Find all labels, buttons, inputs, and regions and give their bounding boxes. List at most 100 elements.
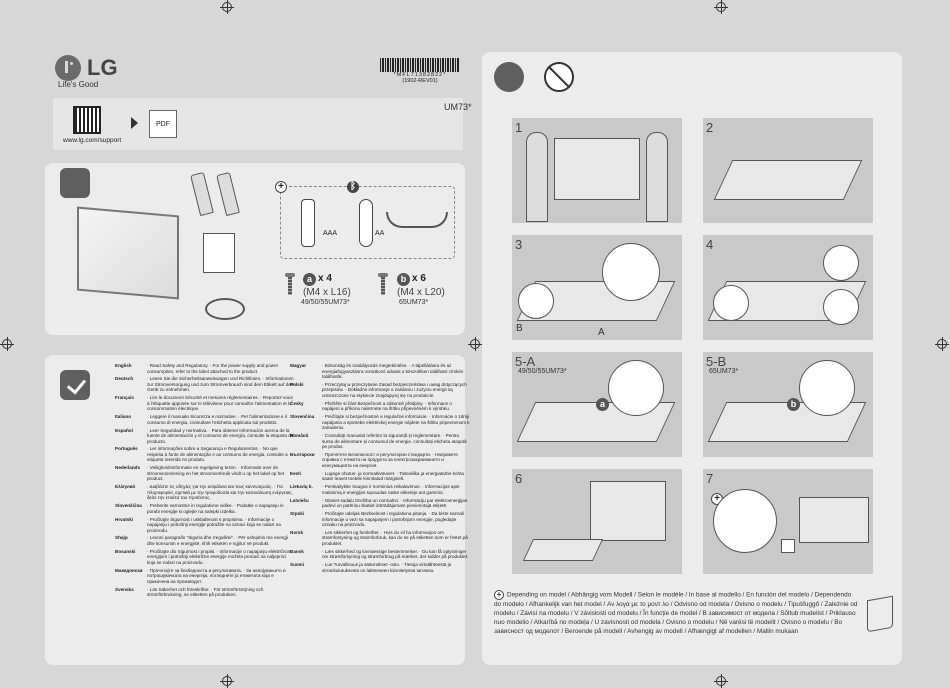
stand-zoom-icon	[602, 243, 660, 301]
safety-row: Magyar· Biztonság és szabályozás megteki…	[290, 363, 470, 380]
safety-column-left: English· Read Safety and Regulatory. · F…	[115, 363, 295, 600]
safety-language: Česky	[290, 400, 304, 406]
registration-mark-right	[935, 337, 949, 351]
safety-row: Español· Leer Seguridad y normativa. · P…	[115, 428, 295, 445]
stand-legs-illustration	[190, 171, 247, 220]
safety-text: · Lexoni paragrafin "Siguria dhe rregull…	[147, 535, 288, 546]
stand-leg-icon	[190, 171, 214, 217]
step-number: 4	[706, 237, 714, 252]
safety-text: · Consultați manualul referitor la sigur…	[322, 433, 467, 450]
safety-row: Shqip· Lexoni paragrafin "Siguria dhe rr…	[115, 535, 295, 546]
pdf-label: PDF	[156, 120, 170, 128]
safety-panel: English· Read Safety and Regulatory. · F…	[45, 355, 470, 665]
step-models: 49/50/55UM73*	[518, 368, 567, 375]
safety-row: English· Read Safety and Regulatory. · F…	[115, 363, 295, 374]
safety-row: Norsk· Les sikkerhet og forskrifter. · H…	[290, 530, 470, 547]
safety-text: · Biztonság és szabályozás megtekintése.…	[322, 363, 464, 379]
battery-aaa-label: AAA	[323, 230, 338, 237]
optional-accessories-box: + ᛒ AAA AA	[275, 181, 455, 259]
safety-row: Hrvatski · Pročitajte Sigurnost i usklađe…	[115, 517, 295, 534]
safety-language: Norsk	[290, 529, 304, 535]
safety-language: Hrvatski	[115, 516, 134, 522]
safety-row: Français· Lire le document Sécurité et m…	[115, 395, 295, 412]
safety-text: · Прочетете Безопасност и регулаторни ст…	[322, 451, 458, 468]
turn-page-icon	[867, 595, 893, 633]
safety-row: Bosanski · Pročitajte dio Sigurnost i pro…	[115, 549, 295, 566]
safety-language: Italiano	[115, 414, 132, 420]
barcode-text: *MFL71382822*	[393, 72, 447, 78]
stand-right-zoom-icon	[823, 245, 859, 281]
step-7: 7 +	[703, 469, 873, 574]
safety-row: Suomi· Lue Turvallisuus ja säännökset -o…	[290, 562, 470, 573]
safety-language: Latviešu	[290, 497, 309, 503]
safety-text: · Lue Turvallisuus ja säännökset -osio. …	[322, 562, 452, 573]
step-5b: 5-B 65UM73* b	[703, 352, 873, 457]
step-4: 4	[703, 235, 873, 340]
safety-text: · Perskaitykite Saugos ir norminius reik…	[322, 484, 460, 495]
screw-a-models: 49/50/55UM73*	[301, 299, 350, 306]
step-number: 2	[706, 120, 714, 135]
safety-language: Eesti	[290, 470, 301, 476]
safety-row: Deutsch· Lesen Sie die Sicherheitsanweis…	[115, 376, 295, 393]
safety-language: Português	[115, 446, 138, 452]
person-left-illustration	[526, 132, 548, 222]
step-5a: 5-A 49/50/55UM73* a	[512, 352, 682, 457]
screw-a-icon	[285, 273, 295, 295]
safety-row: Polski· Przeczytaj w przeczytanie Zasad …	[290, 382, 470, 399]
safety-text: · Διαβάστε τις οδηγίες για την ασφάλεια …	[147, 484, 293, 501]
manual-illustration	[203, 233, 235, 273]
power-cable-illustration	[205, 298, 245, 320]
safety-text: · Læs sikkerhed og lovmæssige bestemmels…	[322, 548, 469, 560]
person-right-illustration	[646, 132, 668, 222]
safety-text: · Pročitajte dio Sigurnost i propisi. · …	[147, 548, 292, 565]
screw-a-count: x 4	[318, 273, 332, 284]
safety-row: Svenska· Läs Säkerhet och föreskrifter. …	[115, 587, 295, 598]
safety-language: Nederlands	[115, 465, 141, 471]
safety-row: Italiano· Leggere il manuale Sicurezza e…	[115, 414, 295, 425]
safety-language: Lietuvių k.	[290, 484, 313, 490]
box-contents-panel: + ᛒ AAA AA a x 4 (M4 x L16) 49/50/55UM73…	[45, 163, 465, 335]
screw-b-spec: (M4 x L20)	[397, 287, 445, 298]
cable-management-zoom-icon	[713, 489, 777, 553]
step-models: 65UM73*	[709, 368, 739, 375]
brand-name: LG	[87, 55, 118, 80]
step-number: 5-B	[706, 354, 727, 369]
safety-text: · Pročitajte Sigurnost i usklađenost s p…	[147, 516, 281, 533]
safety-text: · Prečítajte si bezpečnostné a regulačné…	[322, 414, 470, 431]
support-url: www.lg.com/support	[63, 137, 122, 144]
screw-b-count: x 6	[412, 273, 426, 284]
safety-text: · Lire le document Sécurité et mesures r…	[147, 395, 293, 412]
safety-row: Română· Consultați manualul referitor la…	[290, 433, 470, 450]
safety-row: Latviešu· Izlasiet sadaļu Drošība un nor…	[290, 498, 470, 509]
safety-text: · Leer Seguridad y normativa. · Para obt…	[147, 427, 295, 444]
safety-row: Nederlands· Veiligheidsinformatie en reg…	[115, 465, 295, 482]
stand-leg-icon	[216, 171, 240, 217]
barcode-revision: (1902-REV01)	[402, 78, 438, 84]
support-box: www.lg.com/support PDF	[53, 98, 463, 150]
step-number: 5-A	[515, 354, 536, 369]
screw-zoom-icon	[799, 360, 855, 416]
brand-tagline: Life's Good	[58, 80, 99, 89]
box-illustration	[522, 539, 604, 561]
safety-text: · Przeczytaj w przeczytanie Zasad bezpie…	[322, 381, 467, 398]
screw-a-badge: a	[303, 273, 316, 286]
safety-column-right: Magyar· Biztonság és szabályozás megteki…	[290, 363, 470, 576]
safety-language: Bosanski	[115, 548, 136, 554]
plus-icon: +	[275, 181, 287, 193]
safety-text: · Läs Säkerhet och föreskrifter. · För s…	[147, 586, 264, 598]
lg-logo: LG	[55, 55, 118, 81]
step-3: 3 B A	[512, 235, 682, 340]
footnote: +Depending on model / Abhängig vom Model…	[494, 590, 859, 637]
tv-standing-illustration	[799, 497, 869, 543]
lg-logo-icon	[55, 55, 81, 81]
safety-text: · Pročitajte odeljak Bezbednost i regula…	[322, 511, 464, 528]
pdf-icon: PDF	[149, 110, 177, 138]
remote-strap-icon	[386, 212, 448, 228]
battery-aa-label: AA	[375, 230, 385, 237]
tv-being-lifted-illustration	[554, 138, 640, 200]
safety-text: · Ler informações sobre a Segurança e Re…	[147, 446, 288, 463]
screw-a-spec: (M4 x L16)	[303, 287, 351, 298]
safety-row: Lietuvių k. · Perskaitykite Saugos ir nor…	[290, 484, 470, 495]
box-contents-icon	[60, 168, 90, 198]
registration-mark-bottom-right	[714, 674, 728, 688]
